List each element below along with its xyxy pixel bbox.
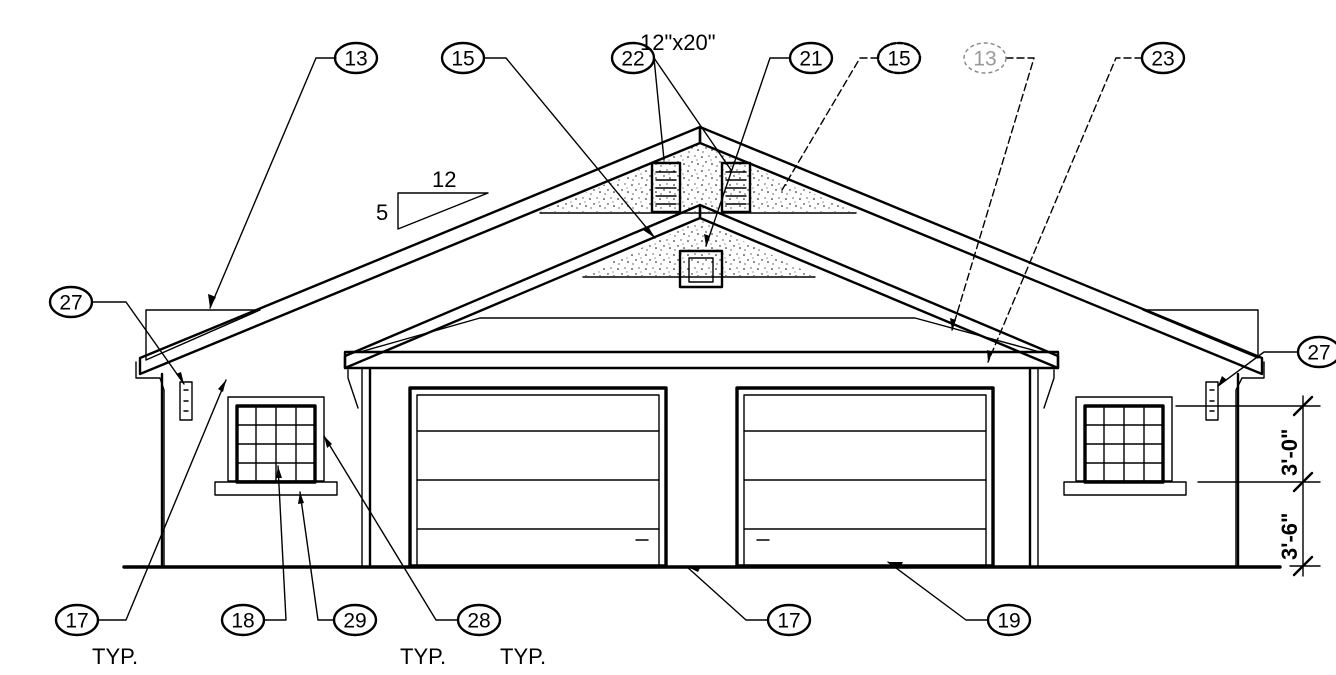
callout-13-right: 13 xyxy=(963,42,1007,74)
garage-door-right xyxy=(735,386,995,568)
callout-18: 18 xyxy=(220,603,266,637)
dimension-lower: 3'-6" xyxy=(1277,513,1302,560)
dimension-lines xyxy=(1175,395,1321,577)
leader-arrowheads xyxy=(176,226,1227,572)
callout-22: 22 xyxy=(610,41,656,75)
garage-door-left xyxy=(408,386,668,568)
svg-text:18: 18 xyxy=(231,610,254,633)
garage-roof-fascia xyxy=(343,203,1060,370)
gable-vent-left xyxy=(650,161,682,214)
slope-run-text: 12 xyxy=(432,167,456,192)
callout-29: 29 xyxy=(332,603,378,637)
callout-23: 23 xyxy=(1140,41,1186,75)
roof-slope-indicator: 12 5 xyxy=(376,167,489,230)
typ-note-28: TYP. xyxy=(500,644,546,669)
garage-walls xyxy=(347,366,1055,568)
svg-text:27: 27 xyxy=(59,292,82,315)
house-wall xyxy=(135,361,1265,568)
dimension-upper: 3'-0" xyxy=(1277,429,1302,476)
svg-text:22: 22 xyxy=(621,48,644,71)
svg-text:13: 13 xyxy=(344,48,367,71)
callout-15-left: 15 xyxy=(440,41,486,75)
leader-lines xyxy=(91,57,1299,621)
garage-roof-shingles xyxy=(359,317,1041,353)
garage-gable-stucco xyxy=(582,220,816,278)
svg-text:13: 13 xyxy=(973,48,996,71)
callout-17-mid: 17 xyxy=(766,603,812,637)
svg-text:27: 27 xyxy=(1307,342,1330,365)
callout-27-left: 27 xyxy=(48,285,94,319)
svg-text:21: 21 xyxy=(799,48,822,71)
svg-text:17: 17 xyxy=(65,610,88,633)
gable-vent-right xyxy=(720,161,752,214)
callout-13-left: 13 xyxy=(333,41,379,75)
wall-plaque-right xyxy=(1205,381,1219,421)
window-left xyxy=(214,396,338,496)
wall-plaque-left xyxy=(179,381,193,421)
svg-text:29: 29 xyxy=(343,610,366,633)
main-roof-fascia-right xyxy=(698,125,1264,376)
callout-27-right: 27 xyxy=(1296,335,1336,369)
svg-text:28: 28 xyxy=(467,610,490,633)
callout-21: 21 xyxy=(788,41,834,75)
callout-15-right: 15 xyxy=(876,41,922,75)
callout-17-left: 17 xyxy=(54,603,100,637)
svg-text:17: 17 xyxy=(777,610,800,633)
svg-text:19: 19 xyxy=(997,610,1020,633)
callout-28: 28 xyxy=(456,603,502,637)
garage-gable-grille xyxy=(678,249,724,289)
svg-text:15: 15 xyxy=(451,48,474,71)
window-right xyxy=(1063,396,1187,496)
upper-gable-stucco xyxy=(539,144,857,214)
slope-rise-text: 5 xyxy=(376,200,388,225)
side-roof-left xyxy=(145,309,261,361)
typ-note-17: TYP. xyxy=(92,644,138,669)
typ-note-29: TYP. xyxy=(400,644,446,669)
svg-text:23: 23 xyxy=(1151,48,1174,71)
svg-text:15: 15 xyxy=(887,48,910,71)
callout-19: 19 xyxy=(986,603,1032,637)
